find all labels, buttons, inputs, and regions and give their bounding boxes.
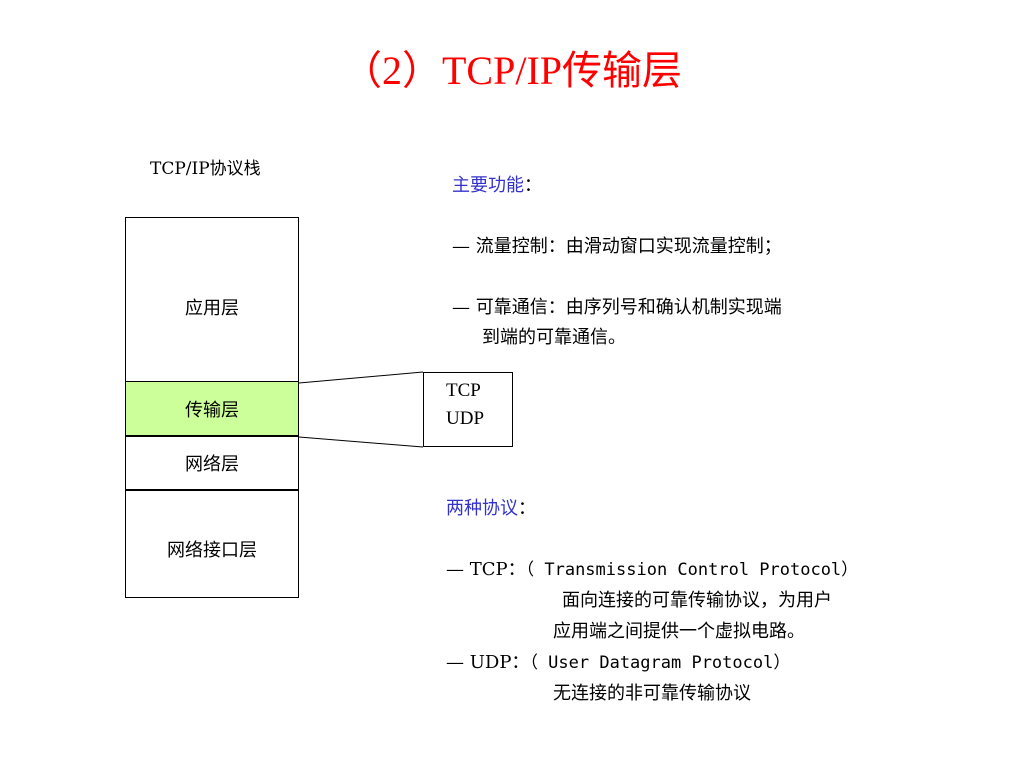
function-item-reliable-line2: 到端的可靠通信。 <box>482 327 626 348</box>
protocol-udp-desc: 无连接的非可靠传输协议 <box>553 683 751 704</box>
protocol-box: TCP UDP <box>423 372 513 447</box>
protocols-heading: 两种协议： <box>446 493 536 525</box>
layer-network: 网络层 <box>125 435 299 491</box>
protocols-heading-colon: ： <box>518 498 536 519</box>
protocol-udp-fullname: （ User Datagram Protocol） <box>529 653 791 673</box>
protocol-tcp-desc1: 面向连接的可靠传输协议，为用户 <box>562 590 832 611</box>
functions-heading: 主要功能： <box>452 170 542 202</box>
protocol-tcp-fullname: （ Transmission Control Protocol） <box>525 560 859 580</box>
layer-network-label: 网络层 <box>185 454 239 475</box>
functions-heading-text: 主要功能 <box>452 175 524 196</box>
layer-transport: 传输层 <box>125 381 299 437</box>
protocol-box-tcp: TCP <box>446 380 481 401</box>
function-item-reliable-line1: — 可靠通信：由序列号和确认机制实现端 <box>452 297 782 318</box>
protocols-heading-text: 两种协议 <box>446 498 518 519</box>
function-item-flow-control: — 流量控制：由滑动窗口实现流量控制； <box>452 236 782 257</box>
layer-application-label: 应用层 <box>185 298 239 319</box>
layer-transport-label: 传输层 <box>185 400 239 421</box>
connector-line-top <box>298 371 424 384</box>
stack-caption: TCP/IP协议栈 <box>150 159 261 179</box>
protocol-udp-prefix: — UDP： <box>446 652 530 673</box>
functions-heading-colon: ： <box>524 175 542 196</box>
protocol-box-udp: UDP <box>446 408 485 429</box>
protocol-tcp-prefix: — TCP： <box>446 559 526 580</box>
protocol-tcp-desc2: 应用端之间提供一个虚拟电路。 <box>553 621 805 642</box>
layer-interface: 网络接口层 <box>125 489 299 598</box>
connector-line-bottom <box>298 436 424 448</box>
protocol-udp-line: — UDP：（ User Datagram Protocol） <box>446 647 790 679</box>
protocol-tcp-line: — TCP：（ Transmission Control Protocol） <box>446 554 858 586</box>
layer-interface-label: 网络接口层 <box>167 540 257 561</box>
page-title: （2）TCP/IP传输层 <box>341 48 683 93</box>
